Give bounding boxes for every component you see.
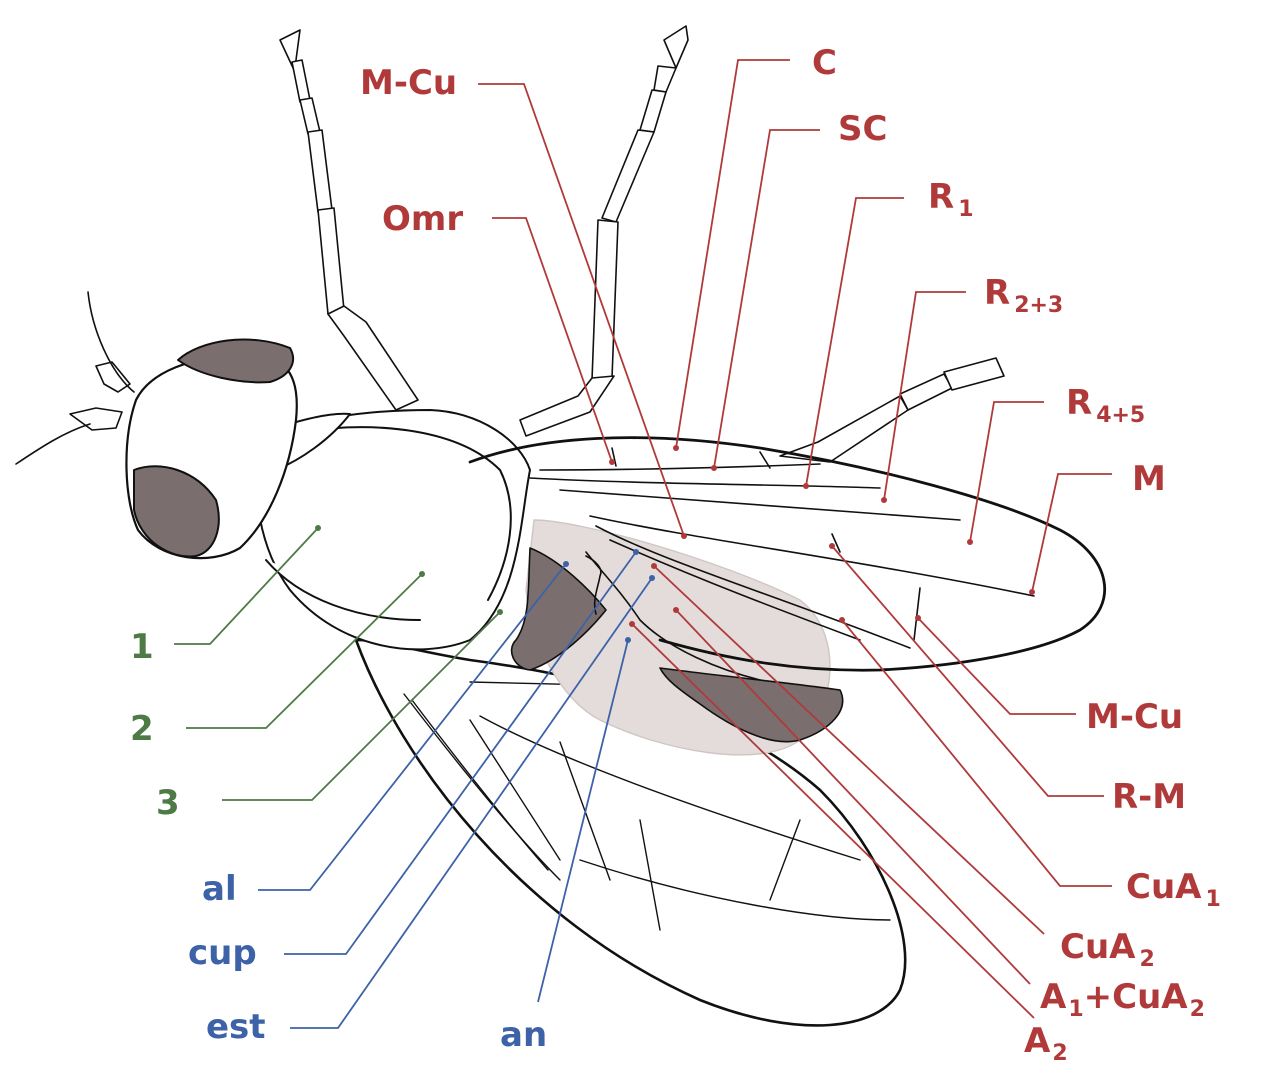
label-seg-2: 2 (130, 709, 154, 749)
vein-leader-lines (478, 59, 1112, 1019)
label-sc: SC (838, 109, 887, 149)
compound-eye-upper (177, 338, 295, 384)
leader-omr (492, 217, 613, 463)
leader-cua1 (841, 619, 1112, 887)
leader-a2 (631, 623, 1035, 1019)
leader-a1cua2 (675, 609, 1031, 985)
leg-hind (779, 357, 1005, 463)
leader-m (1031, 473, 1112, 593)
label-seg-1: 1 (130, 627, 154, 667)
label-rm: R-M (1112, 777, 1186, 817)
leader-mcu-top (478, 83, 685, 537)
cell-labels: al cup est an (188, 869, 547, 1055)
label-mcu-bottom: M-Cu (1086, 697, 1183, 737)
leader-r1 (805, 197, 904, 487)
leader-r45 (969, 401, 1044, 543)
leader-est (290, 577, 653, 1029)
head-antennae (15, 291, 135, 465)
leader-seg-2 (186, 573, 423, 729)
vein-leader-dots (609, 445, 1035, 627)
cell-leader-lines (258, 551, 653, 1029)
leg-right (519, 25, 689, 437)
leader-mcu-bottom (917, 617, 1076, 715)
label-seg-3: 3 (156, 783, 180, 823)
label-mcu-top: M-Cu (360, 63, 457, 103)
segment-leader-dots (315, 525, 503, 615)
label-al: al (202, 869, 237, 909)
leader-seg-1 (174, 527, 319, 645)
leader-r23 (883, 291, 966, 501)
cell-leader-dots (563, 549, 655, 643)
calypter-dark (510, 547, 607, 671)
label-a2: A2 (1024, 1021, 1068, 1066)
segment-labels: 1 2 3 (130, 627, 180, 823)
alula-dark (659, 667, 844, 743)
compound-eye-lower (133, 465, 220, 558)
leader-an (537, 639, 629, 1003)
leg-left (279, 29, 419, 411)
label-omr: Omr (382, 199, 463, 239)
leader-sc (713, 129, 820, 469)
leader-c (675, 59, 790, 449)
leader-seg-3 (222, 611, 501, 801)
label-m: M (1132, 459, 1166, 499)
segment-leader-lines (174, 527, 501, 801)
fly-illustration (15, 25, 1106, 1027)
label-an: an (500, 1015, 547, 1055)
thorax (255, 409, 531, 651)
label-a1cua2: A1+CuA2 (1040, 977, 1205, 1022)
wing-upper (468, 436, 1106, 756)
leader-cua2 (653, 565, 1045, 935)
label-cup: cup (188, 933, 257, 973)
leader-rm (831, 545, 1104, 797)
leader-cup (284, 551, 637, 955)
leader-al (258, 563, 567, 891)
label-est: est (206, 1007, 266, 1047)
wing-lower (354, 638, 907, 1027)
label-c: C (812, 43, 837, 83)
head (125, 338, 298, 560)
